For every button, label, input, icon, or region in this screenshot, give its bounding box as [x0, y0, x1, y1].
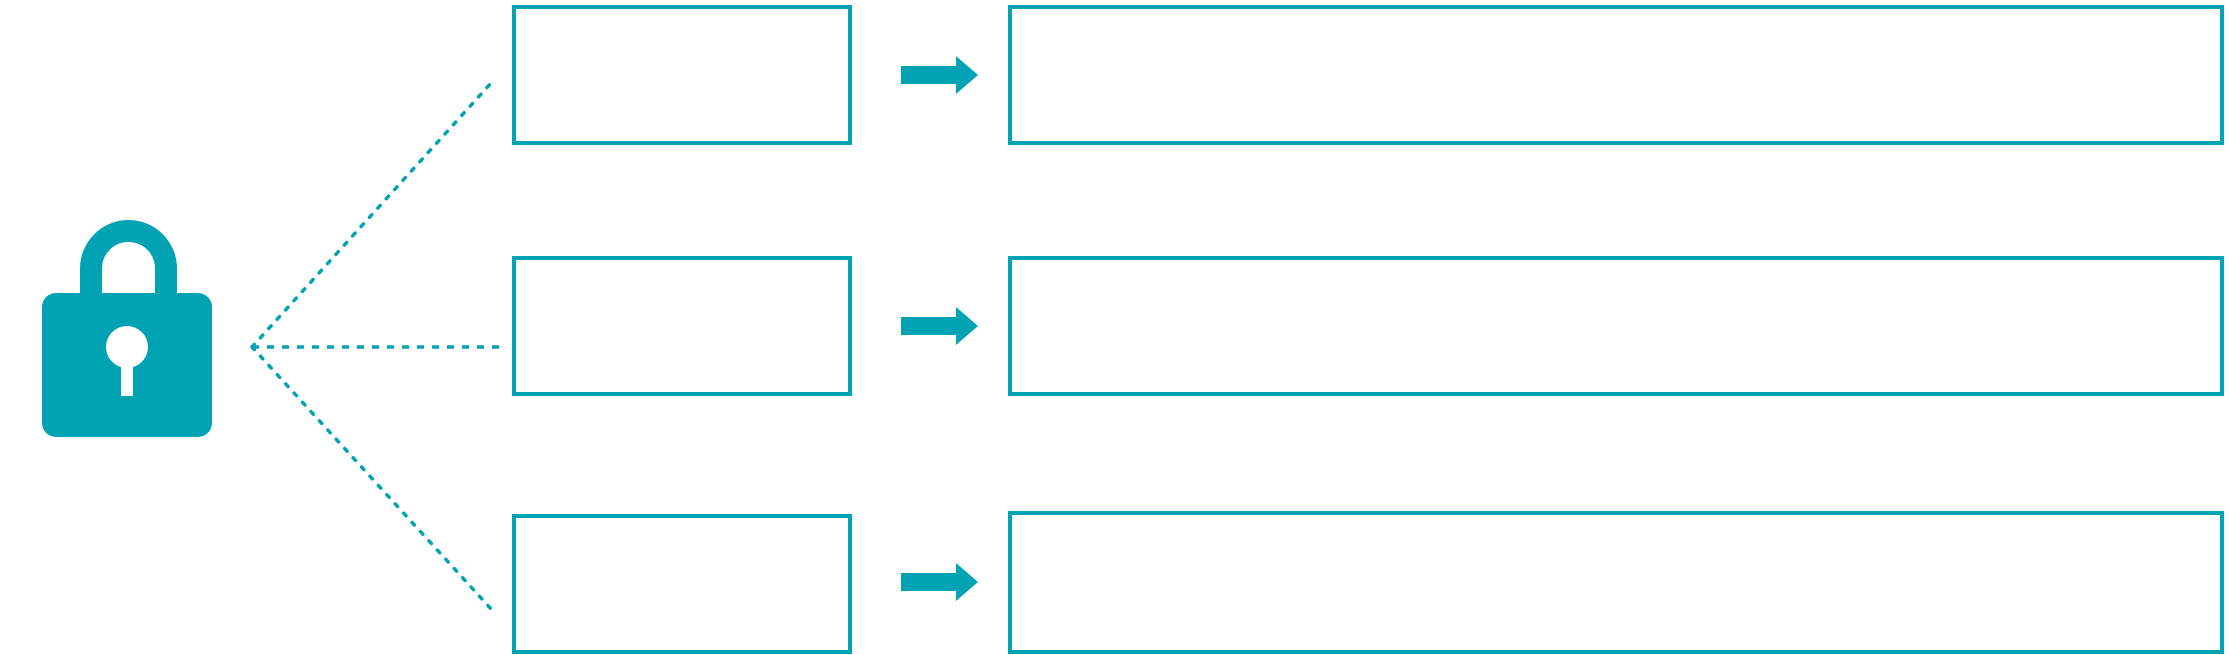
lock-keyhole	[106, 326, 148, 368]
right-arrow-icon	[901, 307, 978, 345]
right-arrow-icon	[901, 563, 978, 601]
lock-shackle	[80, 220, 177, 300]
description-box	[1008, 5, 2224, 145]
lock-keyhole-stem	[121, 350, 133, 396]
term-box	[512, 5, 852, 145]
term-box	[512, 514, 852, 654]
connector-line-bottom	[250, 345, 494, 612]
lock-icon	[42, 220, 212, 437]
connector-line-top	[250, 80, 494, 349]
description-box	[1008, 511, 2224, 654]
right-arrow-icon	[901, 56, 978, 94]
term-box	[512, 256, 852, 396]
description-box	[1008, 256, 2224, 396]
lock-body	[42, 293, 212, 437]
